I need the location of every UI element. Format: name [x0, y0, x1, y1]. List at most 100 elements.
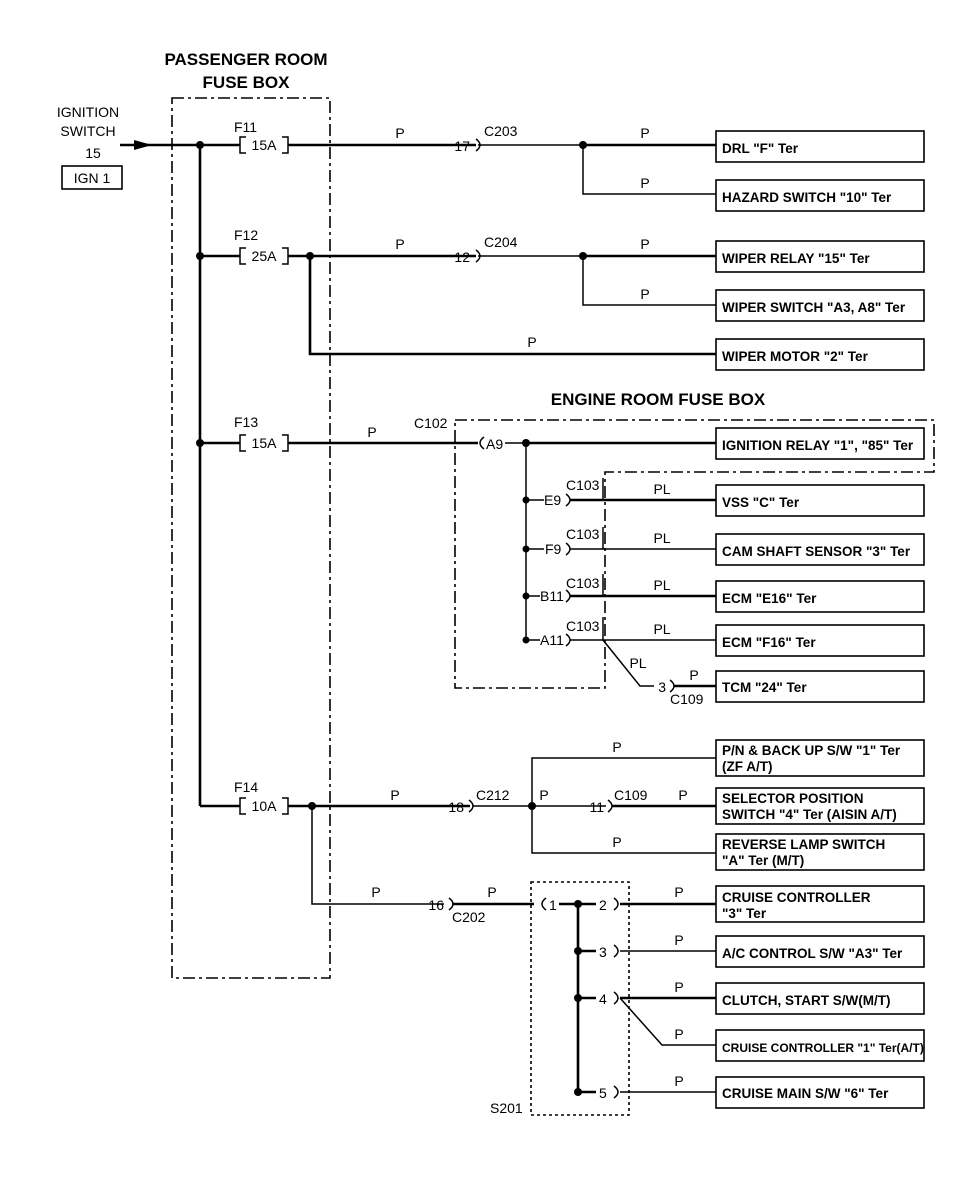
dest-label-line2: "3" Ter	[722, 906, 767, 921]
wire-color-label: P	[371, 884, 380, 900]
dest-box	[715, 427, 925, 460]
dest-box	[715, 179, 925, 212]
connector-symbol-icon	[565, 493, 571, 507]
ign1-badge-box	[61, 165, 123, 190]
dest-box	[715, 240, 925, 273]
connector-pin: A11	[540, 632, 564, 648]
connector-pin: 11	[589, 799, 604, 815]
connector-c103: C103	[566, 477, 600, 493]
connector-symbol-icon	[613, 897, 619, 911]
dest-hazard: HAZARD SWITCH "10" Ter	[715, 179, 925, 212]
wire-color-label: P	[640, 175, 649, 191]
dest-label: HAZARD SWITCH "10" Ter	[722, 190, 892, 205]
connector-symbol-icon	[565, 542, 571, 556]
dest-label: CAM SHAFT SENSOR "3" Ter	[722, 544, 911, 559]
dest-cruise-main-switch: CRUISE MAIN S/W "6" Ter	[715, 1076, 925, 1109]
wire	[619, 997, 716, 1046]
wire	[582, 256, 716, 306]
fuse-f12: F12 25A	[234, 227, 289, 265]
dest-box	[715, 833, 925, 871]
dest-drl: DRL "F" Ter	[715, 130, 925, 163]
connector-symbol-icon	[565, 633, 571, 647]
wire-color-label: P	[612, 834, 621, 850]
connector-c204: C204	[484, 234, 518, 250]
connector-pin: A9	[486, 436, 503, 452]
connector-pin: 3	[658, 679, 666, 695]
fuse-rating: 15A	[252, 137, 278, 153]
dest-box	[715, 885, 925, 923]
wire-color-label: P	[640, 236, 649, 252]
dest-cruise-controller-1: CRUISE CONTROLLER "1" Ter(A/T)	[715, 1029, 925, 1062]
connector-c202: C202	[452, 909, 486, 925]
wire-color-label: P	[539, 787, 548, 803]
dest-box	[715, 130, 925, 163]
bus-node	[196, 439, 204, 447]
fuse-f13: F13 15A	[234, 414, 289, 452]
connector-c109: C109	[670, 691, 704, 707]
wire-color-label: PL	[653, 621, 670, 637]
connector-symbol-icon	[613, 1085, 619, 1099]
fuse-f14: F14 10A	[234, 779, 289, 815]
connector-pin: 5	[599, 1085, 607, 1101]
dest-label-line1: CRUISE CONTROLLER	[722, 890, 871, 905]
dest-ecm-f16: ECM "F16" Ter	[715, 624, 925, 657]
dest-label: DRL "F" Ter	[722, 141, 799, 156]
connector-pin: 18	[448, 799, 464, 815]
dest-clutch-start-switch: CLUTCH, START S/W(M/T)	[715, 982, 925, 1015]
wire-color-label: P	[487, 884, 496, 900]
fuse-rating: 10A	[252, 798, 278, 814]
dest-wiper-relay: WIPER RELAY "15" Ter	[715, 240, 925, 273]
fuse-id: F14	[234, 779, 258, 795]
bus-node	[196, 252, 204, 260]
wire-color-label: P	[640, 286, 649, 302]
passenger-fuse-box-title-line2: FUSE BOX	[203, 73, 291, 92]
wire	[531, 806, 716, 854]
connector-c103: C103	[566, 575, 600, 591]
wiper-motor-wire	[308, 256, 716, 356]
fuse-id: F13	[234, 414, 258, 430]
passenger-fuse-box-title-line1: PASSENGER ROOM	[164, 50, 327, 69]
dest-label: IGNITION RELAY "1", "85" Ter	[722, 438, 914, 453]
wire-color-label: P	[367, 424, 376, 440]
connector-symbol-icon	[613, 944, 619, 958]
wire-color-label: P	[678, 787, 687, 803]
connector-c212: C212	[476, 787, 510, 803]
dest-label: WIPER MOTOR "2" Ter	[722, 349, 869, 364]
dest-label-line1: SELECTOR POSITION	[722, 791, 864, 806]
dest-box	[715, 289, 925, 322]
dest-vss: VSS "C" Ter	[715, 484, 925, 517]
dest-label-line1: P/N & BACK UP S/W "1" Ter	[722, 743, 901, 758]
connector-c103: C103	[566, 526, 600, 542]
dest-box	[715, 533, 925, 566]
wire-color-label: P	[674, 1073, 683, 1089]
ign1-badge: IGN 1	[74, 170, 111, 186]
splice-s201-boundary	[530, 881, 630, 1116]
dest-box	[715, 580, 925, 613]
passenger-fuse-box-boundary	[171, 97, 331, 979]
connector-pin: 3	[599, 944, 607, 960]
wire-color-label: P	[674, 884, 683, 900]
dest-ecm-e16: ECM "E16" Ter	[715, 580, 925, 613]
dest-label: ECM "F16" Ter	[722, 635, 816, 650]
wire	[582, 145, 716, 195]
fuse-f11: F11 15A	[234, 119, 289, 154]
dest-label: ECM "E16" Ter	[722, 591, 817, 606]
connector-pin: 17	[454, 138, 470, 154]
dest-label: A/C CONTROL S/W "A3" Ter	[722, 946, 903, 961]
source-label-line1: IGNITION	[57, 104, 119, 120]
wire-color-label: PL	[629, 655, 646, 671]
dest-box	[715, 982, 925, 1015]
connector-c109: C109	[614, 787, 648, 803]
fuse-id: F11	[234, 119, 257, 135]
wire-color-label: PL	[653, 481, 670, 497]
dest-label-line1: REVERSE LAMP SWITCH	[722, 837, 885, 852]
connector-pin: 4	[599, 991, 607, 1007]
connector-symbol-icon	[565, 589, 571, 603]
wire-color-label: P	[527, 334, 536, 350]
wire-color-label: P	[640, 125, 649, 141]
wire-color-label: P	[395, 236, 404, 252]
engine-fuse-box-title: ENGINE ROOM FUSE BOX	[551, 390, 766, 409]
connector-pin: 2	[599, 897, 607, 913]
connector-symbol-icon	[541, 897, 547, 911]
dest-box	[715, 1029, 925, 1062]
